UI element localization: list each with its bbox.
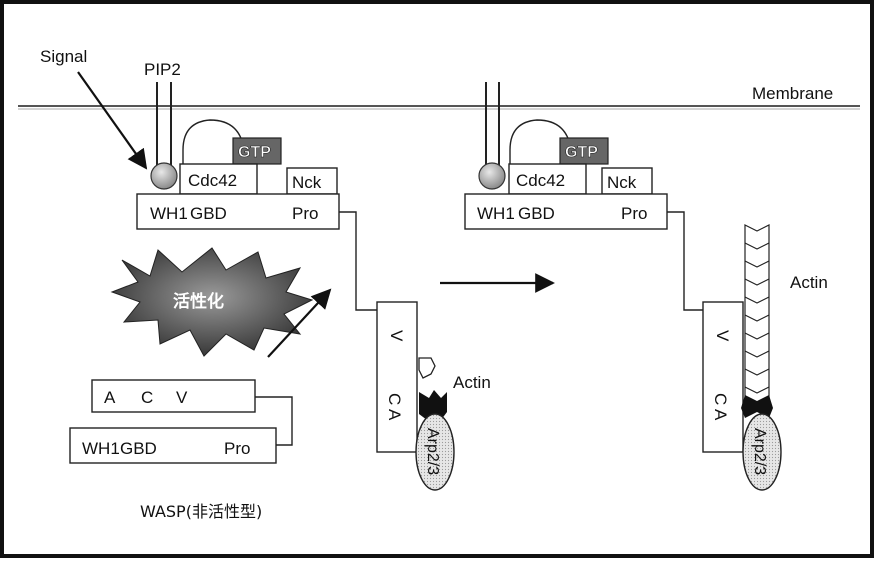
gtp-label-right: GTP (565, 144, 598, 161)
pro-label-right: Pro (621, 204, 647, 223)
vca-ca-label-right: C A (711, 393, 730, 421)
signal-arrow (78, 72, 146, 168)
nck-label: Nck (292, 173, 322, 192)
membrane-label: Membrane (752, 84, 833, 103)
cdc42-label: Cdc42 (188, 171, 237, 190)
gbd-label: GBD (190, 204, 227, 223)
pro-label: Pro (292, 204, 318, 223)
actin-label-left: Actin (453, 373, 491, 392)
gbd-label-right: GBD (518, 204, 555, 223)
pip2-head-right (479, 163, 505, 189)
signal-label: Signal (40, 47, 87, 66)
vca-v-label: V (387, 330, 406, 342)
pro-label-inactive: Pro (224, 439, 250, 458)
vca-v-label-right: V (713, 330, 732, 342)
vca-ca-label: C A (385, 393, 404, 421)
cdc42-label-right: Cdc42 (516, 171, 565, 190)
arp23-label-left: Arp2/3 (424, 428, 441, 475)
vca-box-left (377, 302, 417, 452)
vca-box-right (703, 302, 743, 452)
linker-line-left (339, 212, 377, 310)
gtp-label: GTP (238, 144, 271, 161)
linker-line-right (667, 212, 703, 310)
wh1-label-inactive: WH1 (82, 439, 120, 458)
pip2-head (151, 163, 177, 189)
actin-label-right: Actin (790, 273, 828, 292)
actin-monomer (419, 358, 435, 378)
gbd-label-inactive: GBD (120, 439, 157, 458)
activation-label: 活性化 (173, 291, 224, 312)
inactive-wasp-title: WASP(非活性型) (140, 502, 262, 521)
wh1-label: WH1 (150, 204, 188, 223)
arp23-label-right: Arp2/3 (751, 428, 768, 475)
pip2-label: PIP2 (144, 60, 181, 79)
acv-c-label: C (141, 388, 153, 407)
acv-box (92, 380, 255, 412)
actin-filament (745, 225, 769, 405)
wh1-label-right: WH1 (477, 204, 515, 223)
nck-label-right: Nck (607, 173, 637, 192)
acv-v-label: V (176, 388, 188, 407)
acv-a-label: A (104, 388, 116, 407)
